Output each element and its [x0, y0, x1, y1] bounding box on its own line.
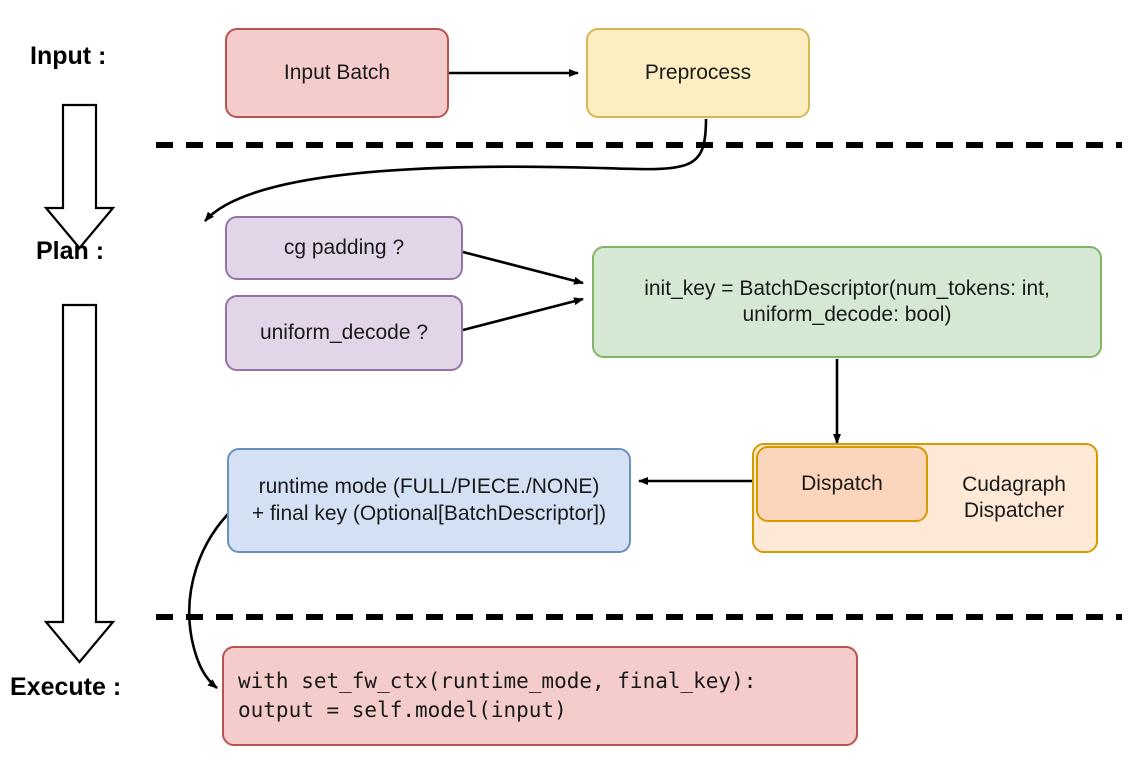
node-runtime-mode-label: runtime mode (FULL/PIECE./NONE) + final …: [251, 475, 607, 525]
node-input-batch[interactable]: Input Batch: [225, 28, 449, 118]
node-execute-code-label: with set_fw_ctx(runtime_mode, final_key)…: [238, 668, 757, 722]
node-preprocess[interactable]: Preprocess: [586, 28, 810, 118]
edge-uniform-decode-to-init-key: [462, 297, 584, 332]
node-uniform-decode[interactable]: uniform_decode ?: [225, 295, 463, 371]
node-cg-padding-label: cg padding ?: [283, 235, 405, 259]
node-cudagraph-dispatcher-label: Cudagraph Dispatcher: [962, 472, 1066, 522]
node-init-key-label: init_key = BatchDescriptor(num_tokens: i…: [644, 276, 1050, 326]
node-dispatch-label: Dispatch: [801, 471, 883, 495]
node-uniform-decode-label: uniform_decode ?: [259, 320, 429, 344]
node-cg-padding[interactable]: cg padding ?: [225, 216, 463, 280]
stage-label-plan: Plan :: [36, 237, 105, 265]
node-input-batch-label: Input Batch: [283, 60, 391, 84]
stage-arrow-plan-to-execute: [43, 303, 116, 664]
edge-preprocess-to-cg-padding: [204, 118, 708, 222]
stage-label-execute: Execute :: [10, 673, 122, 701]
stage-label-input: Input :: [30, 42, 107, 70]
node-preprocess-label: Preprocess: [644, 60, 752, 84]
node-init-key[interactable]: init_key = BatchDescriptor(num_tokens: i…: [592, 246, 1102, 358]
node-runtime-mode[interactable]: runtime mode (FULL/PIECE./NONE) + final …: [227, 448, 631, 553]
stage-arrow-input-to-plan: [43, 103, 116, 250]
node-execute-code[interactable]: with set_fw_ctx(runtime_mode, final_key)…: [222, 646, 858, 746]
edge-cg-padding-to-init-key: [462, 250, 584, 285]
node-dispatch[interactable]: Dispatch: [756, 446, 928, 522]
